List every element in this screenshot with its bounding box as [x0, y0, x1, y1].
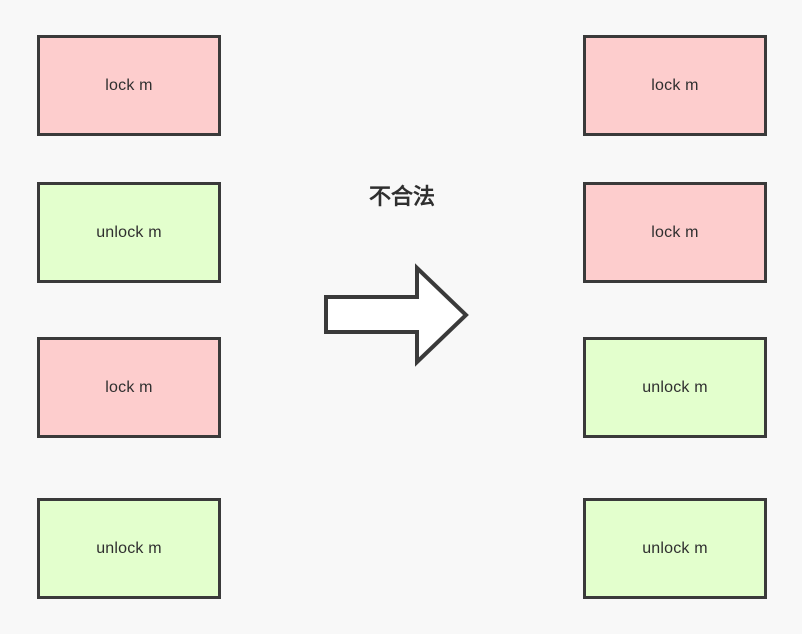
- right-box-0-label: lock m: [651, 76, 699, 94]
- left-box-0-label: lock m: [105, 76, 153, 94]
- right-box-2: unlock m: [583, 337, 767, 438]
- right-arrow-shape: [324, 263, 469, 367]
- left-box-2-label: lock m: [105, 378, 153, 396]
- left-box-3-label: unlock m: [96, 539, 162, 557]
- left-box-3: unlock m: [37, 498, 221, 599]
- left-box-1: unlock m: [37, 182, 221, 283]
- left-box-0: lock m: [37, 35, 221, 136]
- right-box-3: unlock m: [583, 498, 767, 599]
- right-box-1: lock m: [583, 182, 767, 283]
- right-box-1-label: lock m: [651, 223, 699, 241]
- center-annotation-text: 不合法: [368, 184, 435, 209]
- right-box-3-label: unlock m: [642, 539, 708, 557]
- left-box-2: lock m: [37, 337, 221, 438]
- right-box-2-label: unlock m: [642, 378, 708, 396]
- right-box-0: lock m: [583, 35, 767, 136]
- left-box-1-label: unlock m: [96, 223, 162, 241]
- right-arrow-icon: [320, 262, 472, 368]
